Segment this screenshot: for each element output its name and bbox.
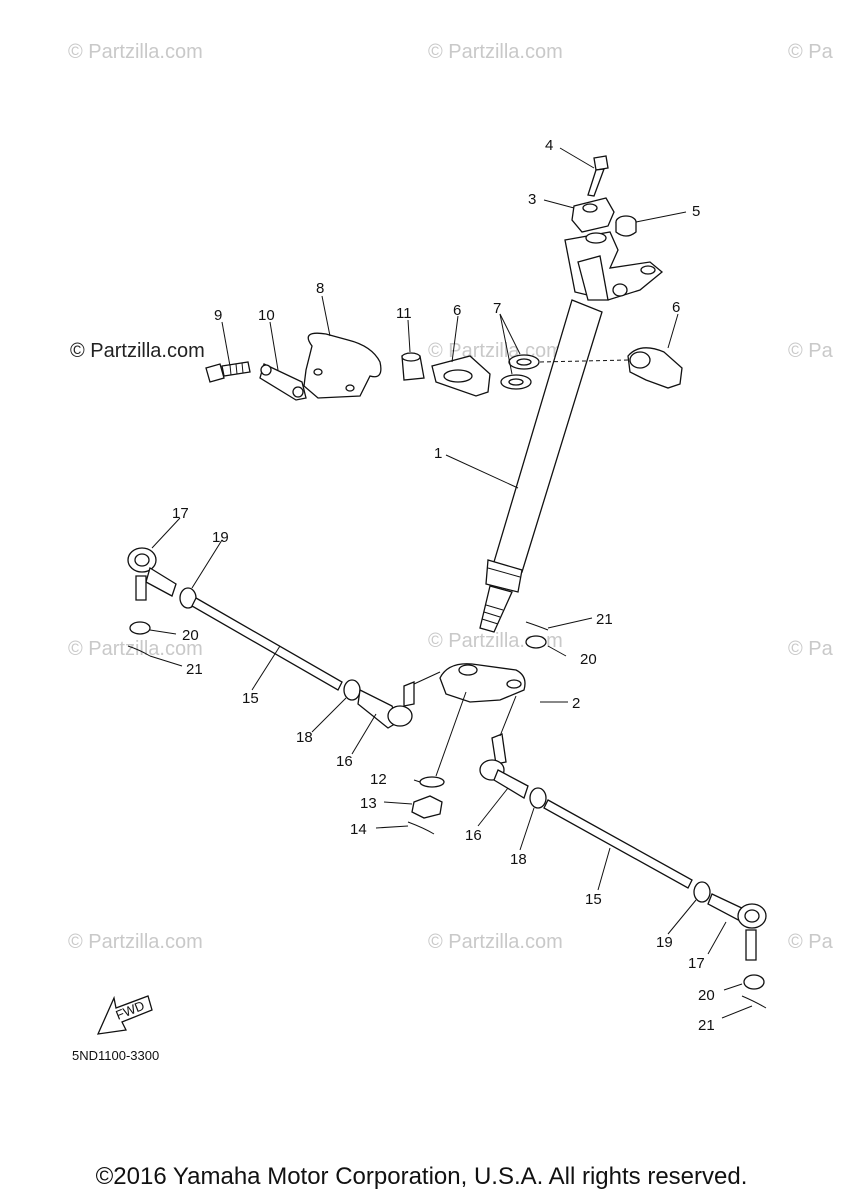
callout-21: 21: [596, 611, 613, 628]
cotter-pin-part-21-right: [741, 995, 767, 1009]
callout-6: 6: [672, 299, 680, 316]
nut-part-13: [411, 795, 443, 819]
watermark: © Pa: [788, 931, 834, 953]
locknut-part-18-left: [343, 679, 361, 701]
cotter-pin-part-21-upper: [525, 621, 549, 631]
callout-5: 5: [692, 203, 700, 220]
tie-rod-end-part-17-left: [127, 547, 177, 601]
lock-washer-part-10: [259, 363, 307, 401]
watermark: © Partzilla.com: [70, 340, 205, 362]
callout-7: 7: [493, 300, 501, 317]
callout-19: 19: [656, 934, 673, 951]
callout-2: 2: [572, 695, 580, 712]
callout-18: 18: [296, 729, 313, 746]
guide-line: [435, 691, 467, 777]
tie-rod-part-15-left: [191, 597, 343, 691]
nut-part-20-left: [129, 621, 151, 635]
callout-6: 6: [453, 302, 461, 319]
bushing-part-5: [615, 215, 637, 237]
nut-part-20-upper: [525, 635, 547, 649]
bearing-holder-part-6-right: [627, 347, 683, 389]
watermark: © Pa: [788, 340, 834, 362]
callout-15: 15: [585, 891, 602, 908]
callout-13: 13: [360, 795, 377, 812]
callout-4: 4: [545, 137, 553, 154]
tie-rod-end-part-16-right: [479, 733, 529, 799]
watermark: © Partzilla.com: [428, 340, 563, 362]
callout-20: 20: [698, 987, 715, 1004]
watermark: © Partzilla.com: [428, 931, 563, 953]
handlebar-holder-part-3: [571, 197, 615, 233]
pitman-arm-part-2: [439, 663, 526, 703]
watermark: © Pa: [788, 41, 834, 63]
callout-20: 20: [182, 627, 199, 644]
watermark: © Partzilla.com: [428, 41, 563, 63]
forward-arrow-icon: FWD: [96, 995, 153, 1035]
callout-1: 1: [434, 445, 442, 462]
callout-14: 14: [350, 821, 367, 838]
callout-3: 3: [528, 191, 536, 208]
cotter-pin-part-14: [407, 821, 435, 835]
callout-12: 12: [370, 771, 387, 788]
diagram-code: 5ND1100-3300: [72, 1048, 159, 1063]
leader-lines: [149, 147, 753, 1019]
collar-part-11: [401, 352, 425, 381]
tie-rod-end-part-17-right: [707, 893, 767, 961]
callout-17: 17: [172, 505, 189, 522]
watermark: © Partzilla.com: [68, 41, 203, 63]
bolt-part-4: [587, 155, 609, 197]
callout-17: 17: [688, 955, 705, 972]
callout-20: 20: [580, 651, 597, 668]
watermark: © Pa: [788, 638, 834, 660]
cotter-pin-part-21-left: [127, 645, 151, 657]
washer-part-12: [419, 776, 445, 788]
bracket-part-8: [303, 332, 382, 399]
copyright-notice: ©2016 Yamaha Motor Corporation, U.S.A. A…: [95, 1163, 748, 1190]
callout-10: 10: [258, 307, 275, 324]
callout-16: 16: [336, 753, 353, 770]
callout-11: 11: [396, 305, 412, 322]
nut-part-20-right: [743, 974, 765, 990]
callout-15: 15: [242, 690, 259, 707]
steering-column-part-1: [479, 231, 664, 633]
tie-rod-end-part-16-left: [357, 681, 415, 729]
oil-seal-part-7: [500, 354, 540, 390]
tie-rod-part-15-right: [543, 799, 693, 889]
callout-labels: 1 2 3 4 5 6 6 7 8 9 10 11 12 13 14 15 15…: [172, 137, 715, 1034]
bolt-part-9: [205, 361, 251, 383]
alignment-line: [539, 359, 629, 363]
callout-9: 9: [214, 307, 222, 324]
callout-16: 16: [465, 827, 482, 844]
callout-8: 8: [316, 280, 324, 297]
bearing-holder-part-6-left: [431, 355, 491, 397]
watermark: © Partzilla.com: [68, 931, 203, 953]
locknut-part-18-right: [529, 787, 547, 809]
locknut-part-19-right: [693, 881, 711, 903]
callout-21: 21: [698, 1017, 715, 1034]
callout-21: 21: [186, 661, 203, 678]
callout-18: 18: [510, 851, 527, 868]
guide-line: [413, 671, 441, 685]
callout-19: 19: [212, 529, 229, 546]
guide-line: [499, 695, 517, 737]
